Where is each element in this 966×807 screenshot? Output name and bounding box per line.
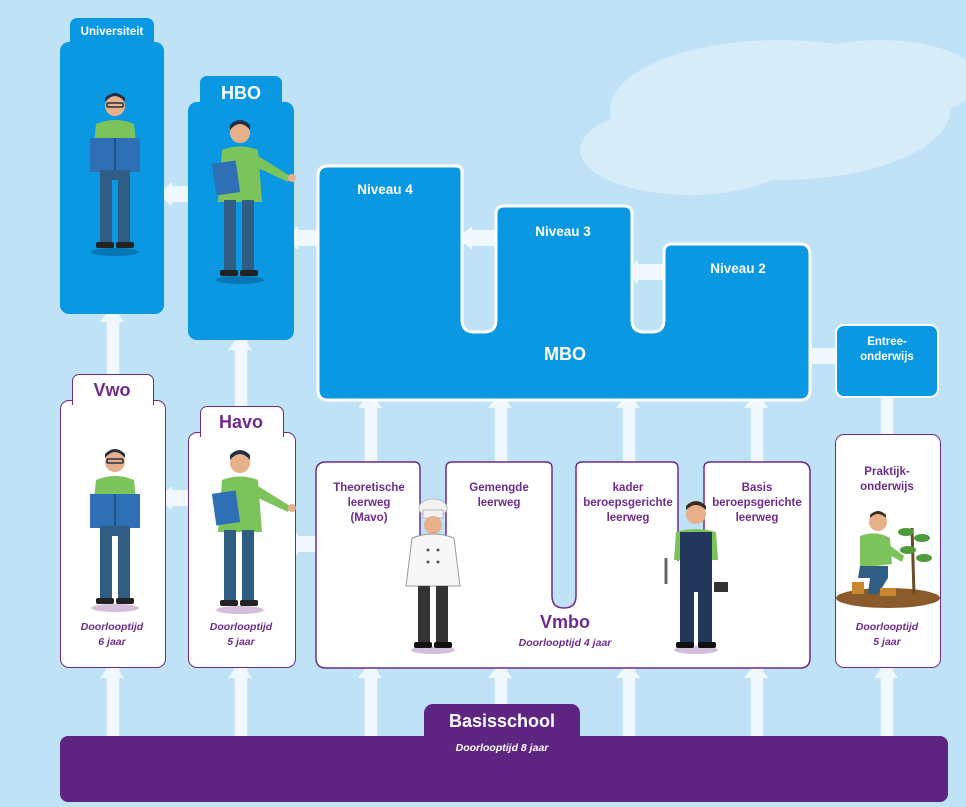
- vwo-title: Vwo: [93, 380, 131, 400]
- vmbo-path-4-line-2: beroepsgerichte: [712, 497, 802, 509]
- basisschool-bar: [60, 736, 948, 802]
- basisschool-tab: [424, 704, 580, 740]
- basisschool-title: Basisschool: [448, 711, 556, 731]
- entree-line-1: Entree-: [867, 336, 907, 348]
- vmbo-path-4-line-1: Basis: [741, 482, 773, 494]
- universiteit-title: Universiteit: [80, 26, 144, 38]
- vwo-tab: [72, 374, 154, 405]
- praktijk-line-1: Praktijk-: [864, 466, 910, 478]
- niveau-4-label: Niveau 4: [357, 182, 413, 197]
- havo-duration-label: Doorlooptijd: [209, 621, 273, 633]
- vwo-duration-value: 6 jaar: [98, 636, 126, 648]
- student-pointing-icon: [211, 120, 296, 284]
- student-reading-icon: [90, 93, 140, 256]
- entree-line-2: onderwijs: [860, 351, 914, 363]
- student-reading-icon: [90, 449, 140, 612]
- vmbo-path-3-line-3: leerweg: [606, 512, 650, 524]
- vmbo-path-1-line-3: (Mavo): [350, 512, 388, 524]
- vmbo-path-2-line-2: leerweg: [477, 497, 521, 509]
- vmbo-path-4-line-3: leerweg: [735, 512, 779, 524]
- vmbo-path-3-line-2: beroepsgerichte: [583, 497, 673, 509]
- vmbo-path-2-line-1: Gemengde: [469, 482, 529, 494]
- chef-icon: [405, 498, 461, 654]
- vmbo-path-3-line-1: kader: [612, 482, 644, 494]
- hbo-title: HBO: [221, 83, 261, 103]
- mechanic-icon: [664, 501, 728, 654]
- mbo-title: MBO: [544, 344, 586, 364]
- praktijk-duration-label: Doorlooptijd: [855, 621, 919, 633]
- entree-box: [835, 324, 939, 398]
- vmbo-duration: Doorlooptijd 4 jaar: [518, 637, 612, 649]
- havo-tab: [200, 406, 284, 437]
- niveau-2-label: Niveau 2: [710, 261, 766, 276]
- praktijk-line-2: onderwijs: [860, 481, 914, 493]
- universiteit-tab: [70, 18, 154, 48]
- vmbo-title: Vmbo: [539, 612, 590, 632]
- havo-title: Havo: [218, 412, 263, 432]
- hbo-tab: [200, 76, 282, 108]
- vmbo-path-1-line-1: Theoretische: [333, 482, 405, 494]
- vwo-duration-label: Doorlooptijd: [80, 621, 144, 633]
- niveau-3-label: Niveau 3: [535, 224, 591, 239]
- vmbo-path-1-line-2: leerweg: [347, 497, 391, 509]
- gardener-icon: [836, 511, 940, 608]
- havo-duration-value: 5 jaar: [227, 636, 255, 648]
- basisschool-duration: Doorlooptijd 8 jaar: [455, 742, 549, 754]
- praktijk-duration-value: 5 jaar: [873, 636, 901, 648]
- student-pointing-icon: [211, 450, 296, 614]
